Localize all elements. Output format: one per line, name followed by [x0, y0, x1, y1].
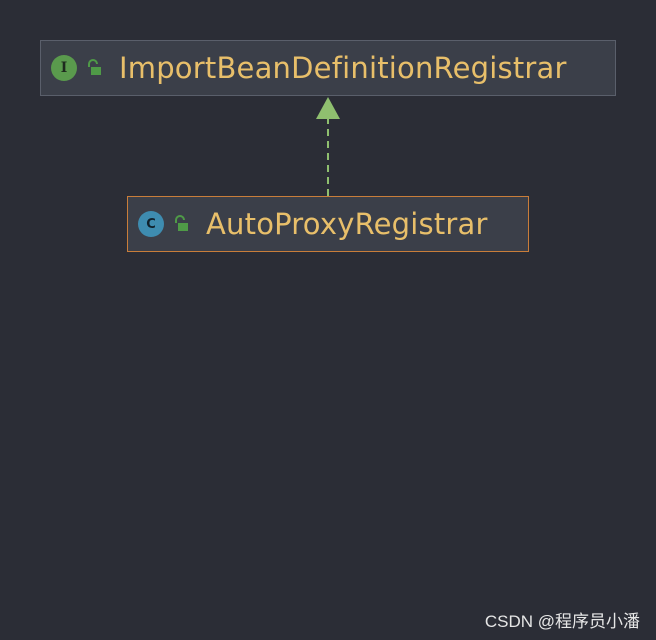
node-import-bean-definition-registrar[interactable]: I ImportBeanDefinitionRegistrar: [40, 40, 616, 96]
csdn-watermark: CSDN @程序员小潘: [484, 612, 640, 631]
interface-icon: I: [51, 55, 77, 81]
interface-name: ImportBeanDefinitionRegistrar: [119, 51, 567, 85]
node-auto-proxy-registrar[interactable]: C AutoProxyRegistrar: [127, 196, 529, 252]
interface-badge-letter: I: [60, 60, 68, 76]
class-badge-letter: C: [146, 216, 156, 232]
class-name: AutoProxyRegistrar: [206, 207, 488, 241]
unlocked-icon: [88, 59, 101, 75]
implementation-arrowhead: [316, 97, 340, 119]
class-icon: C: [138, 211, 164, 237]
unlocked-icon: [175, 215, 188, 231]
